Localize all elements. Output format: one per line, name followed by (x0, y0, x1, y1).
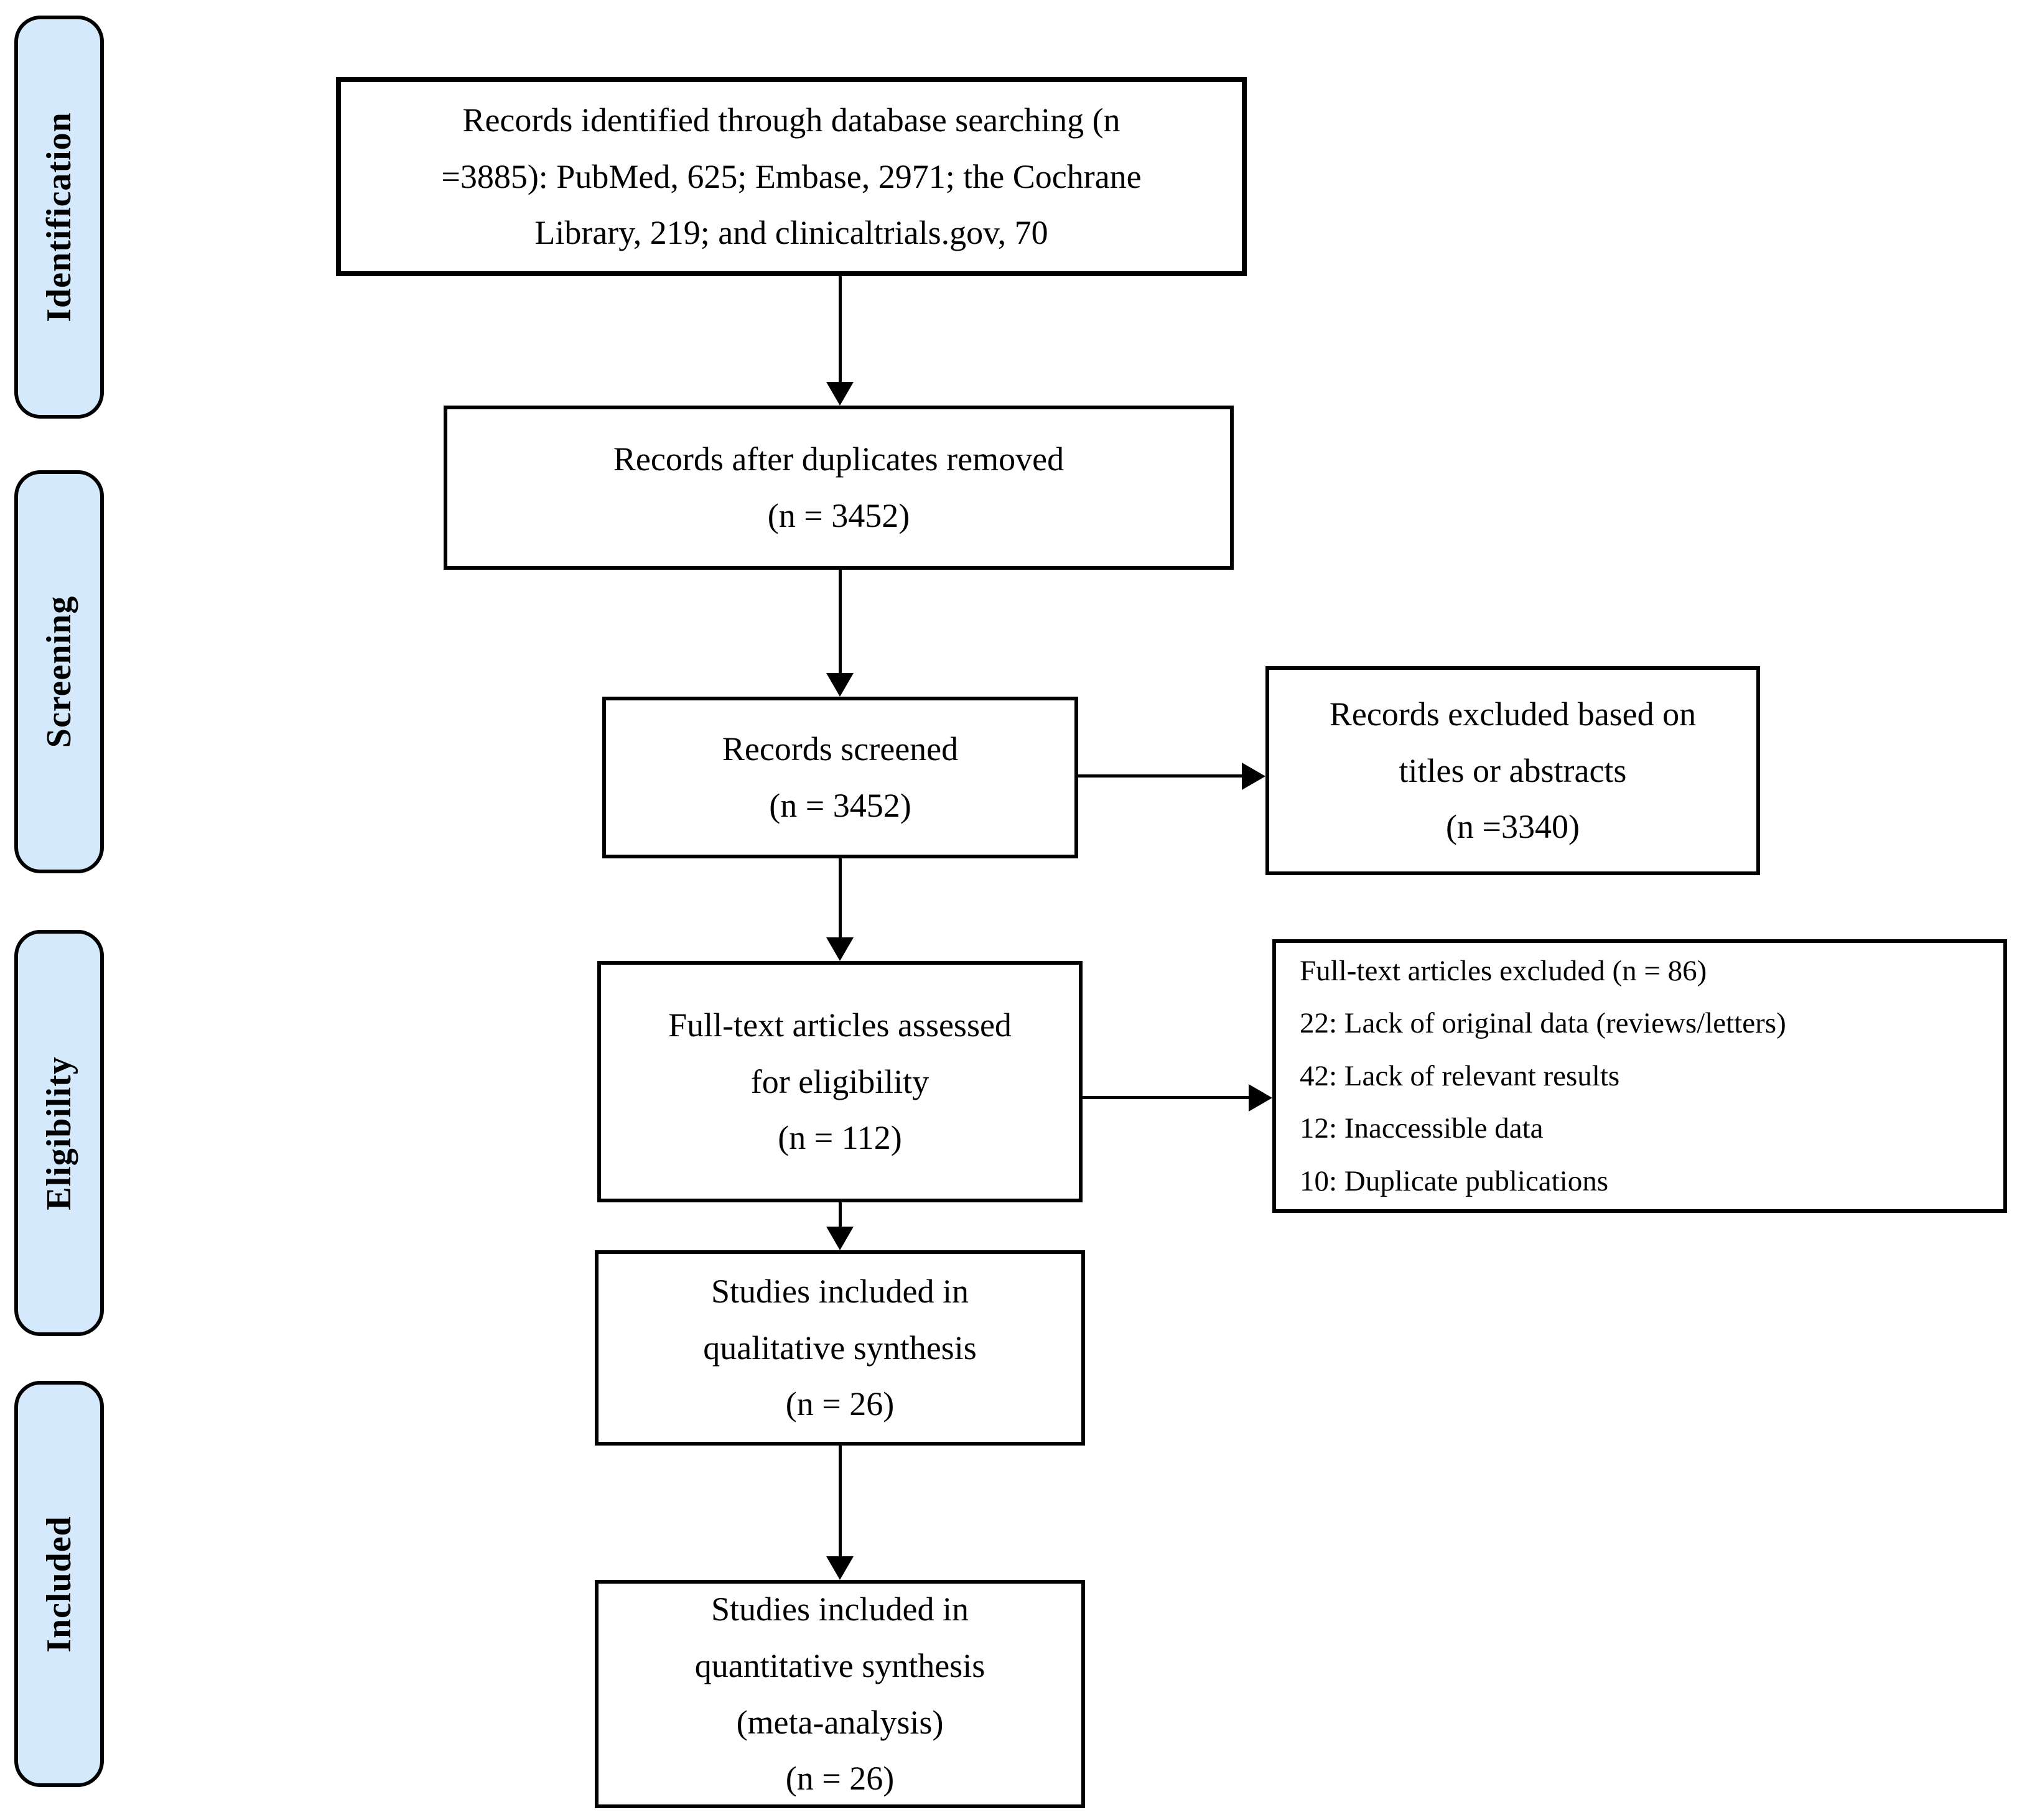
arrowhead-down-icon (826, 937, 854, 961)
arrowhead-down-icon (826, 673, 854, 697)
stage-included: Included (14, 1381, 104, 1787)
box-records-screened: Records screened (n = 3452) (602, 697, 1078, 858)
arrowhead-down-icon (826, 1227, 854, 1250)
box-quantitative-synthesis-text: Studies included in quantitative synthes… (694, 1590, 985, 1798)
arrow-line-duplicates-to-screened (839, 570, 842, 674)
box-records-identified-text: Records identified through database sear… (441, 101, 1142, 252)
box-fulltext-excluded: Full-text articles excluded (n = 86) 22:… (1272, 939, 2007, 1213)
box-records-excluded: Records excluded based on titles or abst… (1265, 666, 1760, 875)
arrow-line-qualitative-to-quantitative (839, 1446, 842, 1558)
arrowhead-right-icon (1249, 1084, 1272, 1112)
box-qualitative-synthesis-text: Studies included in qualitative synthesi… (703, 1272, 977, 1423)
stage-eligibility: Eligibility (14, 930, 104, 1336)
stage-eligibility-label: Eligibility (40, 1056, 78, 1210)
box-records-identified: Records identified through database sear… (336, 77, 1247, 276)
box-fulltext-assessed: Full-text articles assessed for eligibil… (597, 961, 1083, 1202)
arrowhead-down-icon (826, 382, 854, 406)
stage-screening-label: Screening (40, 595, 78, 748)
stage-included-label: Included (40, 1515, 79, 1653)
stage-identification: Identification (14, 16, 104, 419)
box-quantitative-synthesis: Studies included in quantitative synthes… (595, 1580, 1085, 1808)
stage-screening: Screening (14, 470, 104, 873)
box-duplicates-removed: Records after duplicates removed (n = 34… (444, 406, 1234, 570)
box-duplicates-removed-text: Records after duplicates removed (n = 34… (613, 440, 1065, 534)
arrow-line-screened-to-fulltext (839, 858, 842, 939)
stage-identification-label: Identification (40, 112, 78, 322)
box-qualitative-synthesis: Studies included in qualitative synthesi… (595, 1250, 1085, 1446)
box-fulltext-assessed-text: Full-text articles assessed for eligibil… (668, 1006, 1012, 1157)
arrow-line-identified-to-duplicates (839, 276, 842, 383)
arrow-line-fulltext-to-excluded (1083, 1096, 1249, 1099)
box-records-excluded-text: Records excluded based on titles or abst… (1329, 695, 1697, 846)
arrowhead-down-icon (826, 1556, 854, 1580)
box-records-screened-text: Records screened (n = 3452) (722, 730, 959, 824)
arrow-line-screened-to-excluded (1078, 774, 1242, 778)
arrowhead-right-icon (1242, 763, 1265, 790)
arrow-line-fulltext-to-qualitative (839, 1202, 842, 1228)
box-fulltext-excluded-text: Full-text articles excluded (n = 86) 22:… (1300, 954, 1786, 1197)
